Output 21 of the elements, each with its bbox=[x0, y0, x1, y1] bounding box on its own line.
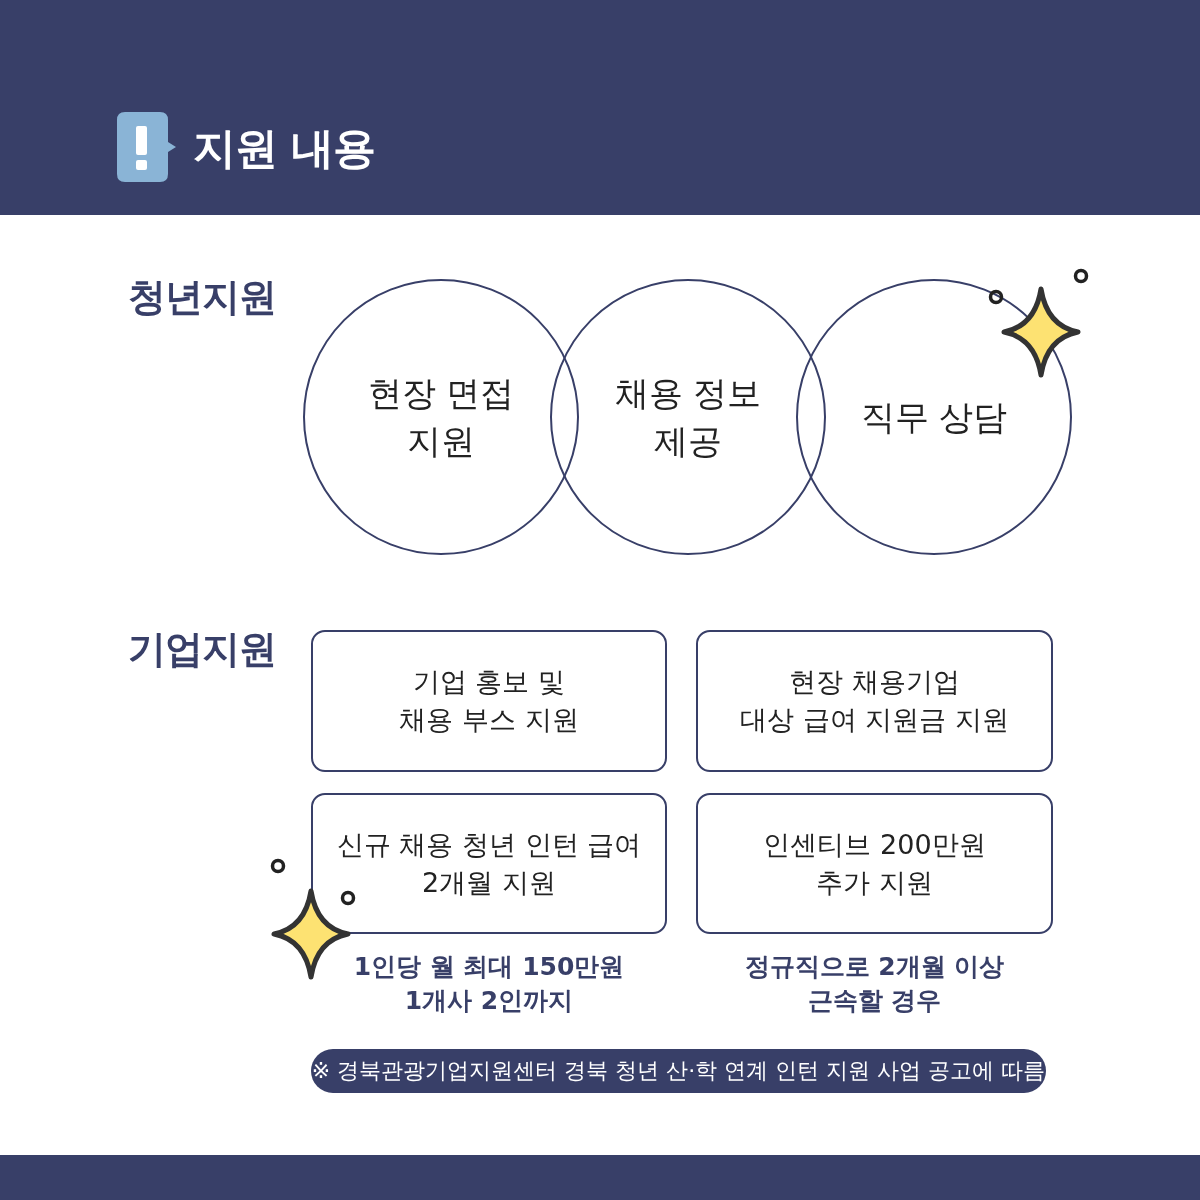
circle-node bbox=[796, 279, 1072, 555]
circle-label: 직무 상담 bbox=[860, 396, 1008, 439]
condition-note: 정규직으로 2개월 이상 근속할 경우 bbox=[743, 951, 1006, 1017]
condition-note: 1인당 월 최대 150만원 1개사 2인까지 bbox=[352, 951, 626, 1017]
support-box bbox=[311, 630, 667, 772]
circle-node bbox=[303, 279, 579, 555]
circle-node bbox=[550, 279, 826, 555]
support-box bbox=[696, 793, 1053, 934]
section-heading: 청년지원 bbox=[128, 274, 276, 321]
support-box bbox=[311, 793, 667, 934]
box-text: 신규 채용 청년 인턴 급여 2개월 지원 bbox=[336, 827, 642, 900]
support-box bbox=[696, 630, 1053, 772]
section-heading: 기업지원 bbox=[128, 626, 276, 673]
footnote-banner bbox=[311, 1049, 1046, 1093]
box-text: 인센티브 200만원 추가 지원 bbox=[763, 827, 986, 900]
page-title: 지원 내용 bbox=[193, 122, 375, 175]
footnote-text: ※ 경북관광기업지원센터 경북 청년 산·학 연계 인턴 지원 사업 공고에 따름 bbox=[311, 1057, 1046, 1085]
circle-label: 채용 정보 제공 bbox=[614, 372, 762, 463]
box-text: 현장 채용기업 대상 급여 지원금 지원 bbox=[740, 665, 1009, 737]
circle-label: 현장 면접 지원 bbox=[367, 372, 515, 463]
box-text: 기업 홍보 및 채용 부스 지원 bbox=[399, 665, 579, 737]
